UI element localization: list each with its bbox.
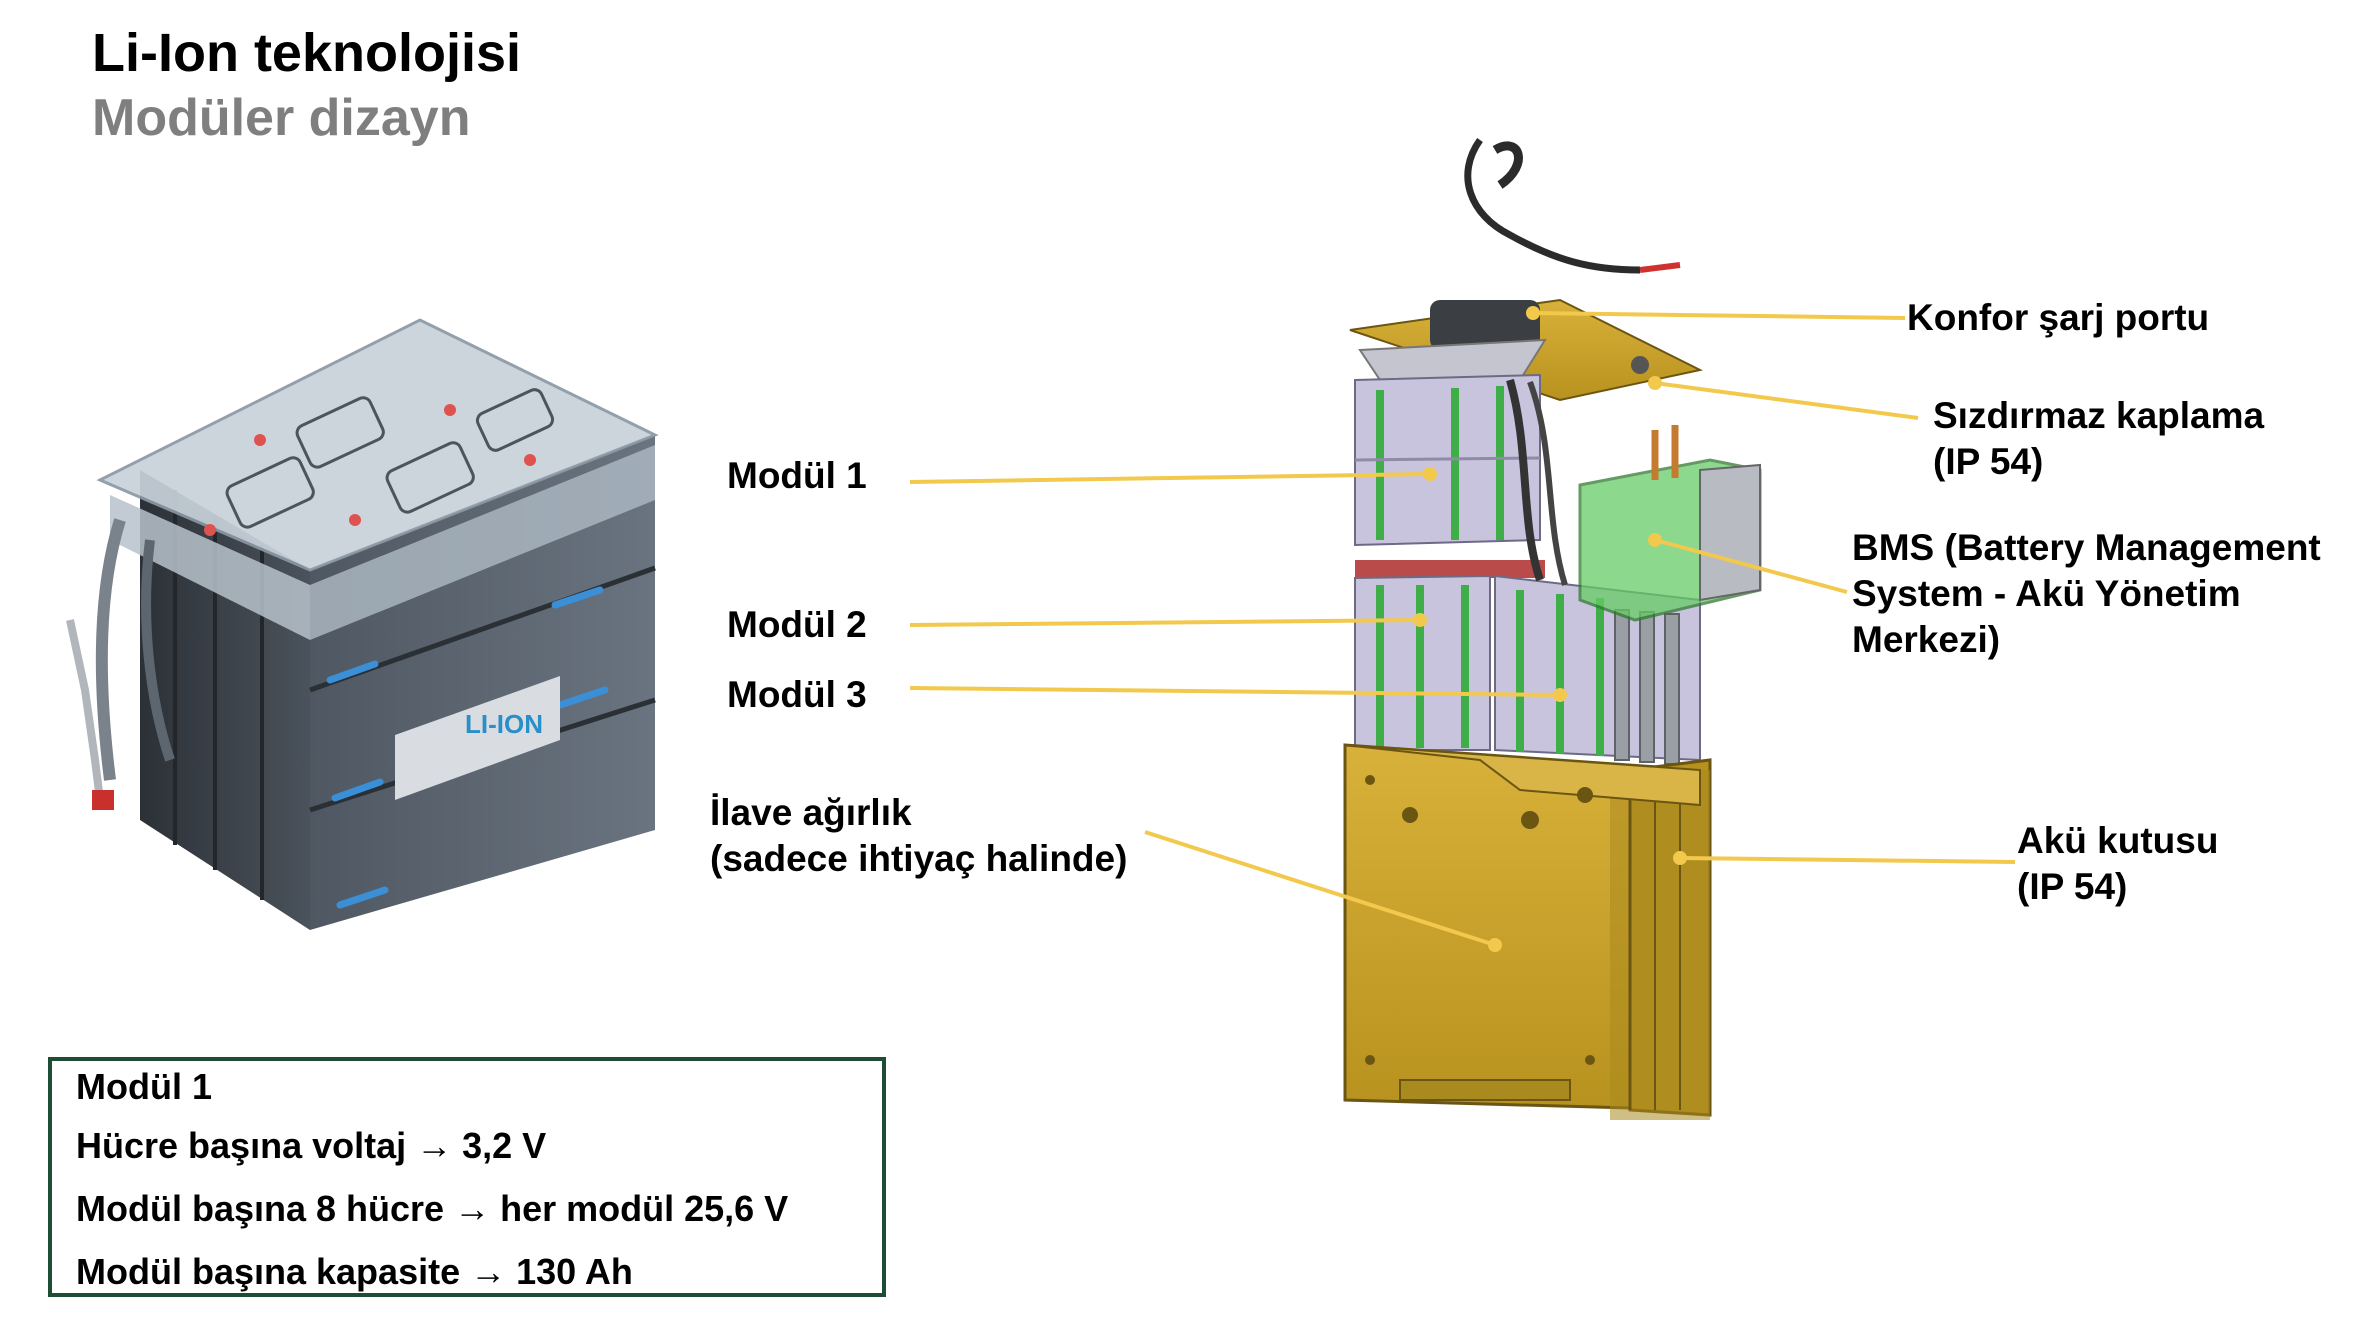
callout-ilave-agirlik: İlave ağırlık (sadece ihtiyaç halinde) bbox=[710, 792, 1128, 879]
page-title: Li-Ion teknolojisi bbox=[92, 23, 521, 83]
module-info-box: Modül 1 Hücre başına voltaj → 3,2 V Modü… bbox=[48, 1057, 886, 1297]
info-module-capacity: Modül başına kapasite → 130 Ah bbox=[76, 1251, 633, 1292]
callout-modul-3: Modül 3 bbox=[727, 674, 867, 715]
battery-photo: LI-ION bbox=[66, 318, 659, 930]
callout-aku-kutusu: Akü kutusu (IP 54) bbox=[2017, 820, 2219, 907]
callout-sizdirmaz-kaplama: Sızdırmaz kaplama (IP 54) bbox=[1933, 395, 2265, 482]
li-ion-logo: LI-ION bbox=[465, 709, 543, 739]
module-diagram bbox=[1343, 137, 1762, 1120]
callout-konfor-sarj-portu: Konfor şarj portu bbox=[1907, 297, 2210, 338]
info-cell-voltage: Hücre başına voltaj → 3,2 V bbox=[76, 1125, 547, 1166]
leader-dots bbox=[1413, 306, 1687, 952]
info-module-voltage: Modül başına 8 hücre → her modül 25,6 V bbox=[76, 1188, 789, 1229]
info-box-heading: Modül 1 bbox=[76, 1066, 212, 1107]
callout-modul-2: Modül 2 bbox=[727, 604, 867, 645]
page-subtitle: Modüler dizayn bbox=[92, 89, 471, 147]
callout-modul-1: Modül 1 bbox=[727, 455, 867, 496]
leader-lines bbox=[909, 311, 2016, 947]
callout-bms: BMS (Battery Management System - Akü Yön… bbox=[1852, 527, 2321, 660]
